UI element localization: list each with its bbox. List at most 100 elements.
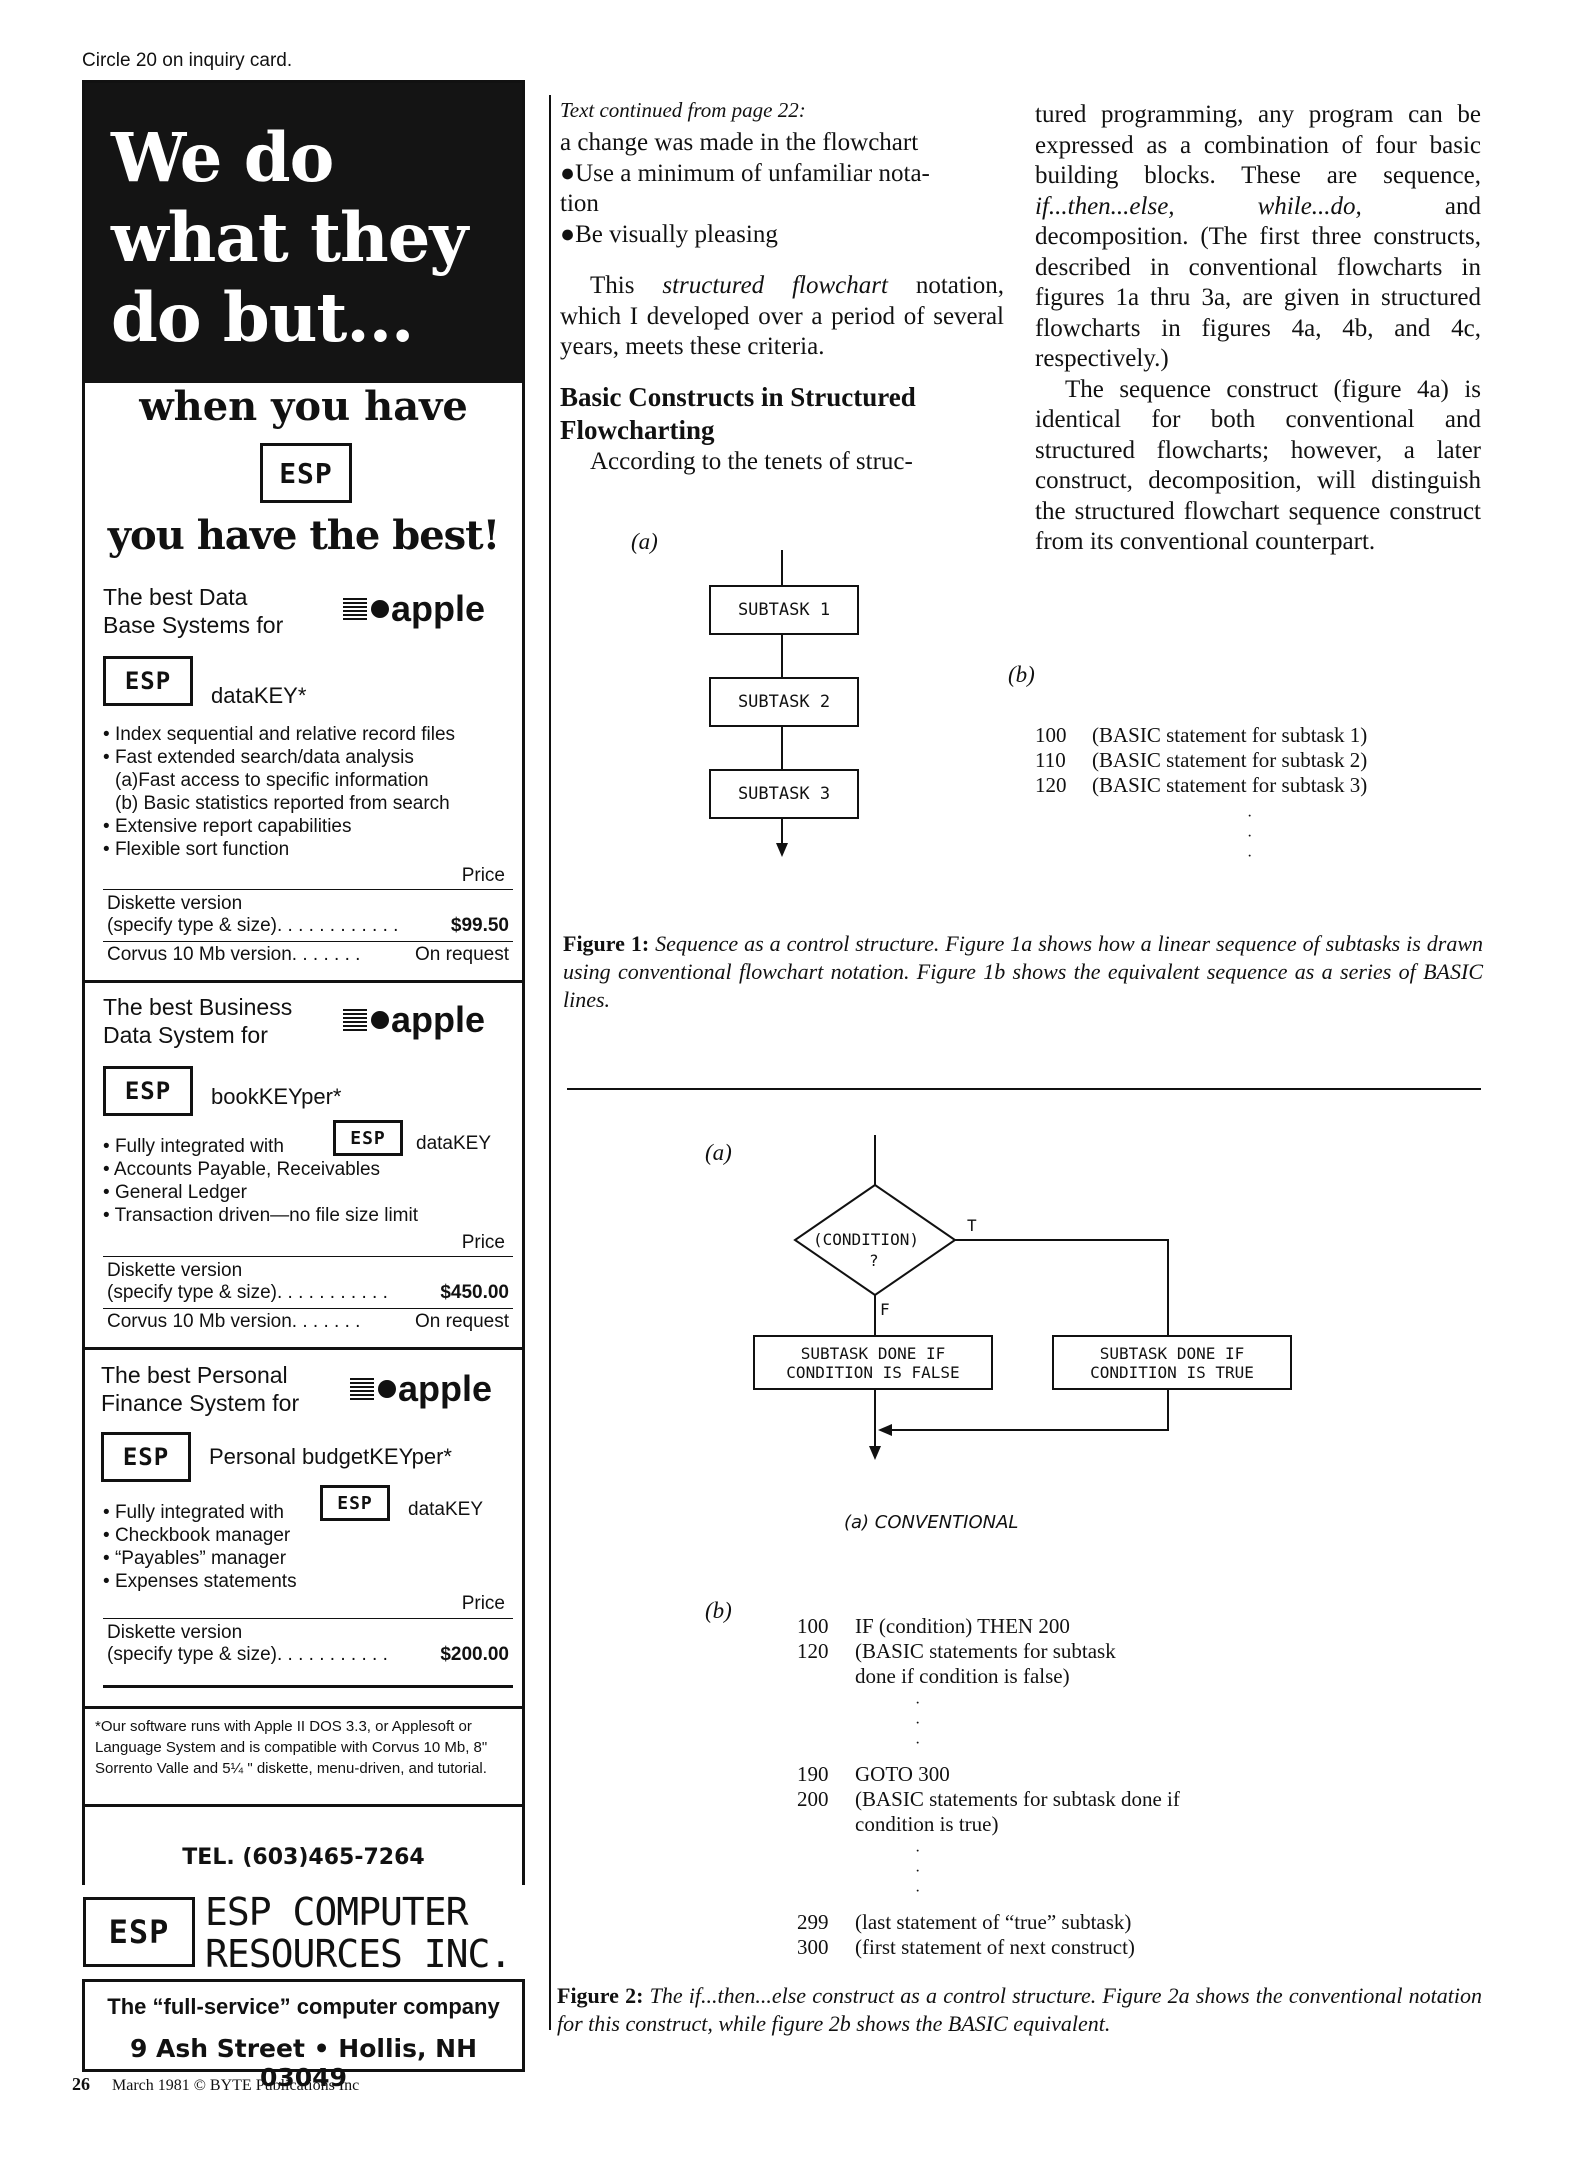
esp-logo-small: ESP (333, 1120, 403, 1156)
price-table: Diskette version (specify type & size). … (103, 1256, 513, 1333)
figure-1a-label: (a) (631, 529, 658, 554)
line-text: (BASIC statement for subtask 1) (1092, 723, 1368, 747)
phone-number: TEL. (603)465-7264 (182, 1845, 425, 1870)
product-3-features: Fully integrated with Checkbook manager … (103, 1501, 513, 1593)
arrow-down-icon (776, 843, 788, 857)
integrated-product: dataKEY (416, 1133, 491, 1154)
merge-line (882, 1390, 1169, 1431)
price-table: Diskette version (specify type & size). … (103, 889, 513, 966)
figure-1-caption: Figure 1: Sequence as a control structur… (563, 930, 1483, 1014)
esp-logo-large: ESP (83, 1897, 195, 1967)
esp-advertisement: We do what they do but... when you have … (65, 80, 542, 2092)
conventional-label: (a) CONVENTIONAL (844, 1512, 1019, 1533)
continued-note: Text continued from page 22: (560, 98, 806, 122)
price-row: (specify type & size). . . . . . . . . .… (103, 915, 513, 937)
paragraph: The sequence construct (figure 4a) is id… (1035, 375, 1481, 556)
line-number: 100 (797, 1614, 829, 1638)
line-number: 120 (797, 1639, 829, 1663)
feature-item: Flexible sort function (103, 838, 513, 861)
box-line: SUBTASK DONE IF (800, 1343, 946, 1363)
price-row-label: (specify type & size). . . . . . . . . .… (107, 915, 399, 936)
paragraph: According to the tenets of struc- (590, 447, 913, 475)
apple-streak-icon (343, 598, 367, 620)
divider (103, 1685, 513, 1688)
apple-logo-text: apple (398, 1368, 493, 1409)
text-run: tured programming, any program can be ex… (1035, 101, 1481, 189)
caption-text: Sequence as a control structure. Figure … (563, 931, 1483, 1012)
false-label: F (880, 1300, 890, 1319)
company-name-line: RESOURCES INC. (205, 1932, 512, 1976)
company-band: ESP ESP COMPUTER RESOURCES INC. (65, 1885, 542, 1979)
price-value: On request (415, 944, 509, 965)
paragraph: tured programming, any program can be ex… (1035, 100, 1481, 375)
caption-text: The if...then...else construct as a cont… (557, 1983, 1482, 2036)
headline-line-2: what they (111, 198, 468, 277)
line-text: IF (condition) THEN 200 (855, 1614, 1070, 1638)
feature-item: Accounts Payable, Receivables (103, 1158, 513, 1181)
divider (85, 1347, 522, 1350)
price-row: Corvus 10 Mb version. . . . . . . On req… (103, 1308, 513, 1333)
product-1-heading-line: The best Data (103, 584, 248, 610)
line-text: done if condition is false) (855, 1664, 1070, 1688)
ellipsis-dots: ··· (915, 1695, 921, 1752)
apple-icon (371, 1011, 389, 1029)
company-name: ESP COMPUTER RESOURCES INC. (205, 1891, 512, 1976)
line-text: GOTO 300 (855, 1762, 950, 1786)
flow-line (781, 819, 783, 847)
esp-logo: ESP (260, 443, 352, 503)
price-value: $99.50 (450, 915, 509, 936)
figure-1: (a) SUBTASK 1 SUBTASK 2 SUBTASK 3 (b) 10… (560, 525, 1480, 885)
feature-item: Checkbook manager (103, 1524, 513, 1547)
figure-1b-label: (b) (1008, 662, 1035, 687)
feature-item: Fully integrated with (103, 1135, 513, 1158)
divider (85, 1706, 522, 1709)
text-run-italic: if...then...else, while...do, (1035, 192, 1362, 220)
feature-item: Expenses statements (103, 1570, 513, 1593)
code-line: 100(BASIC statement for subtask 1) (1035, 723, 1455, 748)
feature-item: Fast extended search/data analysis (103, 746, 513, 769)
divider (85, 1979, 522, 1982)
flow-line (781, 635, 783, 677)
apple-logo: apple (343, 999, 485, 1041)
condition-label: (CONDITION) (813, 1230, 919, 1249)
company-address: 9 Ash Street • Hollis, NH 03049 (129, 2034, 478, 2092)
ad-subheadline-2: you have the best! (107, 512, 500, 559)
product-1-features: Index sequential and relative record fil… (103, 723, 513, 861)
feature-item: Extensive report capabilities (103, 815, 513, 838)
subtask-false-box: SUBTASK DONE IF CONDITION IS FALSE (753, 1335, 993, 1390)
apple-streak-icon (343, 1009, 367, 1031)
page-number: 26 (72, 2074, 90, 2094)
price-label: Price (461, 1593, 505, 1614)
bullet-item-continued: tion (560, 190, 599, 217)
line-text: (last statement of “true” subtask) (855, 1910, 1132, 1934)
product-3-name: Personal budgetKEYper* (209, 1444, 452, 1469)
text-run: and decomposition. (The first three cons… (1035, 192, 1481, 373)
ellipsis-dots: ··· (1247, 808, 1253, 865)
line-text: (BASIC statements for subtask (855, 1639, 1116, 1663)
bullet-item: ●Be visually pleasing (560, 220, 778, 248)
apple-logo: apple (350, 1368, 492, 1410)
line-text: condition is true) (855, 1812, 999, 1836)
text-run-italic: structured flowchart (662, 272, 888, 299)
box-line: CONDITION IS FALSE (786, 1362, 960, 1382)
price-row-label: Diskette version (107, 1260, 243, 1281)
figure-2-caption: Figure 2: The if...then...else construct… (557, 1982, 1482, 2038)
line-text: (first statement of next construct) (855, 1935, 1135, 1959)
feature-subitem: (b) Basic statistics reported from searc… (115, 793, 450, 814)
product-2-features: Fully integrated with Accounts Payable, … (103, 1135, 513, 1227)
flow-line (781, 550, 783, 585)
divider (85, 980, 522, 983)
esp-logo: ESP (101, 1432, 191, 1482)
line-number: 299 (797, 1910, 829, 1934)
figure-2b-label: (b) (705, 1598, 732, 1623)
feature-item: General Ledger (103, 1181, 513, 1204)
esp-logo-small: ESP (320, 1485, 390, 1521)
bullet-item: ●Use a minimum of unfamiliar nota- (560, 159, 930, 187)
line-number: 190 (797, 1762, 829, 1786)
price-value: $200.00 (440, 1644, 509, 1665)
caption-label: Figure 1: (563, 931, 650, 956)
price-value: On request (415, 1311, 509, 1332)
ad-headline: We do what they do but... (111, 118, 468, 358)
section-heading: Basic Constructs in Structured Flowchart… (560, 381, 916, 445)
price-table: Diskette version (specify type & size). … (103, 1618, 513, 1666)
